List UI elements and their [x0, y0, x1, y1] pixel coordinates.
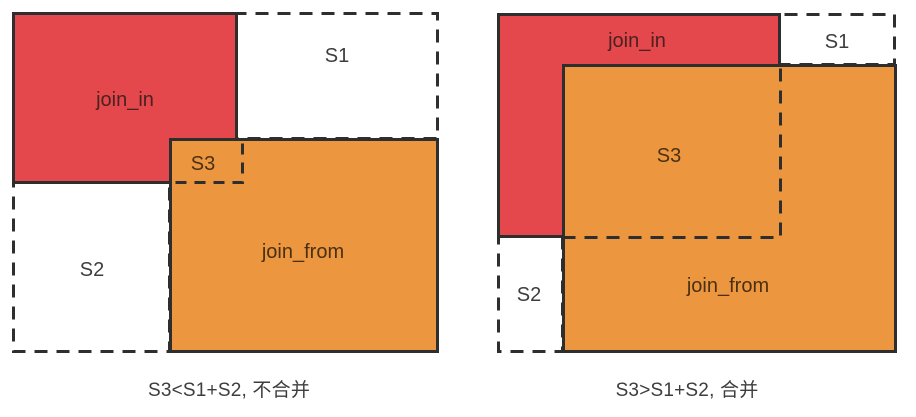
left-label-s3: S3 [191, 153, 215, 175]
caption-right-panel: S3>S1+S2, 合并 [615, 380, 759, 401]
right-label-join-in: join_in [607, 30, 666, 52]
right-rect-join-from [562, 64, 897, 353]
caption-left-panel: S3<S1+S2, 不合并 [147, 380, 311, 401]
panel-right: join_in S1 S2 S3 join_from [497, 13, 897, 353]
right-label-s3: S3 [657, 145, 681, 167]
panel-left: join_in S1 S2 S3 join_from [12, 12, 439, 353]
right-label-s2: S2 [517, 284, 541, 306]
left-rect-join-from [169, 138, 439, 353]
right-label-s1: S1 [825, 31, 849, 53]
left-label-s2: S2 [80, 259, 104, 281]
left-label-join-from: join_from [261, 241, 344, 263]
right-label-join-from: join_from [686, 275, 769, 297]
right-region-s3 [562, 64, 782, 239]
left-label-s1: S1 [325, 45, 349, 67]
left-label-join-in: join_in [95, 89, 154, 111]
